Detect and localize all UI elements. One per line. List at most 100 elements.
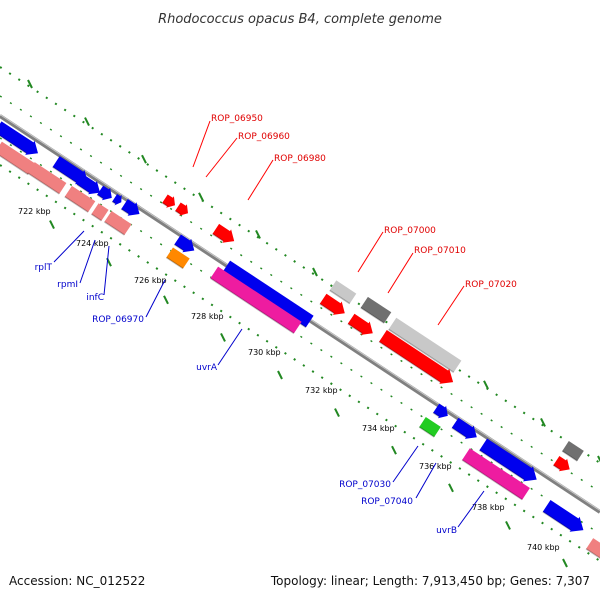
gene-label-rpmi: rpmI <box>57 280 78 290</box>
gene-blue-06970-shade <box>173 243 184 252</box>
gene-orange-shade <box>165 256 184 270</box>
gene-red-3[interactable] <box>379 330 454 384</box>
gene-label-uvra: uvrA <box>196 363 218 373</box>
gene-label-rop-07040: ROP_07040 <box>361 497 413 507</box>
gene-salmon-4[interactable] <box>91 203 109 221</box>
gene-blue-1-shade <box>0 135 27 154</box>
scale-tick <box>49 220 55 230</box>
topology-text: Topology: linear; Length: 7,913,450 bp; … <box>270 574 590 588</box>
gene-label-rop-07030: ROP_07030 <box>339 480 391 490</box>
gene-grey-dark-2[interactable] <box>562 441 584 461</box>
gene-green-07030-shade <box>418 426 435 438</box>
gene-red-06980-shade <box>212 233 224 242</box>
gene-blue-6-shade <box>120 208 130 215</box>
gene-blue-7-shade <box>432 412 440 418</box>
gene-label-rop-06960: ROP_06960 <box>238 132 290 142</box>
upper-leader-lines <box>192 120 465 326</box>
gene-salmon-3[interactable] <box>64 185 96 213</box>
scale-tick <box>84 117 90 127</box>
scale-tick <box>198 192 204 202</box>
gene-red-4-shade <box>552 464 561 471</box>
gene-grey-dark-07010-shade <box>360 307 385 324</box>
gene-label-uvrb: uvrB <box>436 526 457 536</box>
gene-label-rop-07000: ROP_07000 <box>384 226 436 236</box>
scale-labels: 722 kbp 724 kbp 726 kbp 728 kbp 730 kbp … <box>18 207 560 552</box>
tick-label-724: 724 kbp <box>76 239 109 248</box>
gene-label-rop-06970: ROP_06970 <box>92 315 144 325</box>
scale-tick <box>448 483 454 493</box>
gene-blue-uvra[interactable] <box>222 260 314 328</box>
gene-red-06960-shade <box>174 210 181 215</box>
gene-blue-9-shade <box>479 449 525 481</box>
gene-blue-1[interactable] <box>0 121 38 155</box>
gene-blue-10-shade <box>542 511 572 531</box>
guide-dots-2 <box>0 164 600 563</box>
gene-blue-3[interactable] <box>76 174 100 195</box>
gene-grey-07000[interactable] <box>329 280 357 304</box>
scale-tick <box>334 408 340 418</box>
gene-blue-3-shade <box>76 183 90 194</box>
gene-magenta-uvra-shade <box>210 277 295 335</box>
gene-red-06950-shade <box>161 202 168 207</box>
gene-grey-07020-shade <box>388 328 455 373</box>
gene-label-infc: infC <box>86 293 104 303</box>
tick-label-740: 740 kbp <box>527 543 560 552</box>
gene-blue-2-shade <box>52 166 77 184</box>
gene-red-1[interactable] <box>319 293 345 315</box>
gene-salmon-2[interactable] <box>27 162 67 194</box>
tick-label-726: 726 kbp <box>134 276 167 285</box>
gene-blue-10[interactable] <box>542 500 584 532</box>
gene-blue-4-shade <box>96 194 104 200</box>
gene-blue-5[interactable] <box>112 194 122 206</box>
gene-magenta-uvrb[interactable] <box>462 448 530 500</box>
gene-blue-2[interactable] <box>52 156 88 185</box>
gene-blue-8-shade <box>451 427 467 438</box>
gene-label-rop-06980: ROP_06980 <box>274 154 326 164</box>
gene-blue-7[interactable] <box>433 403 448 419</box>
gene-red-06950[interactable] <box>162 194 175 208</box>
map-title: Rhodococcus opacus B4, complete genome <box>158 12 442 27</box>
gene-red-4[interactable] <box>553 456 570 472</box>
gene-blue-5-shade <box>111 200 116 205</box>
scale-tick <box>163 295 169 305</box>
scale-tick <box>141 154 147 164</box>
tick-label-732: 732 kbp <box>305 386 338 395</box>
gene-grey-07020[interactable] <box>388 317 462 373</box>
gene-blue-8[interactable] <box>451 417 477 439</box>
lower-gene-labels: rplT rpmI infC ROP_06970 uvrA ROP_07030 … <box>35 263 457 536</box>
gene-red-1-shade <box>319 303 335 314</box>
scale-tick <box>505 520 511 530</box>
gene-salmon-end[interactable] <box>586 538 600 560</box>
scale-tick <box>391 445 397 455</box>
gene-blue-6[interactable] <box>121 199 140 216</box>
scale-tick <box>562 558 568 568</box>
gene-green-07030[interactable] <box>419 417 441 437</box>
gene-salmon-4-shade <box>90 213 102 222</box>
gene-features <box>0 121 600 560</box>
scale-tick <box>540 417 546 427</box>
scale-tick <box>597 455 600 463</box>
gene-grey-dark-07010[interactable] <box>360 296 392 324</box>
gene-label-rop-06950: ROP_06950 <box>211 114 263 124</box>
gene-red-06980[interactable] <box>212 223 235 243</box>
gene-blue-06970[interactable] <box>174 234 195 253</box>
gene-salmon-3-shade <box>64 196 89 213</box>
tick-label-730: 730 kbp <box>248 348 281 357</box>
scale-tick <box>483 380 489 390</box>
scale-tick <box>220 332 226 342</box>
gene-blue-9[interactable] <box>479 438 537 482</box>
gene-orange[interactable] <box>166 247 190 269</box>
gene-blue-4[interactable] <box>97 185 112 201</box>
gene-red-06960[interactable] <box>175 202 188 216</box>
gene-salmon-1[interactable] <box>0 141 36 175</box>
gene-red-2[interactable] <box>347 313 373 335</box>
gene-magenta-uvrb-shade <box>461 459 523 501</box>
gene-magenta-uvra[interactable] <box>210 266 302 334</box>
gene-salmon-2-shade <box>27 172 60 195</box>
tick-label-738: 738 kbp <box>472 503 505 512</box>
gene-salmon-5[interactable] <box>104 211 132 235</box>
scale-tick <box>312 267 318 277</box>
gene-label-rop-07010: ROP_07010 <box>414 246 466 256</box>
scale-tick <box>277 370 283 380</box>
